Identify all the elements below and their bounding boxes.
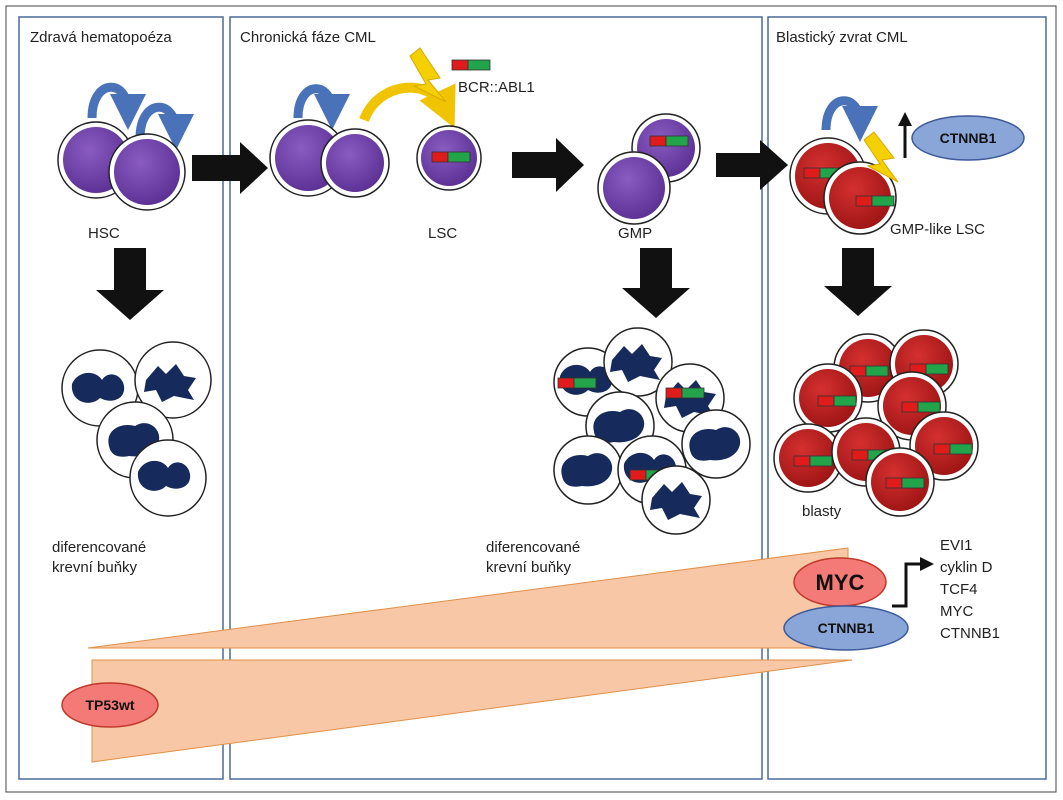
down-arrow-gmp (622, 248, 690, 318)
label-gmp-like-lsc: GMP-like LSC (890, 221, 985, 238)
label-gmp: GMP (618, 225, 652, 242)
tp53-badge: TP53wt (61, 682, 159, 728)
wedge-upper (87, 547, 849, 649)
hsc-cells (57, 121, 186, 211)
ctnnb1-bottom-label: CTNNB1 (818, 620, 875, 636)
panel-blast (767, 16, 1047, 780)
target-gene: MYC (940, 603, 974, 620)
arrow-chronic-to-blast (716, 140, 788, 190)
lightning-icon-blast (863, 131, 899, 183)
target-gene: TCF4 (940, 581, 978, 598)
ctnnb1-badge-bottom: CTNNB1 (783, 605, 909, 651)
self-renewal-arrow-1 (87, 82, 146, 130)
gmp-like-lsc-cells (789, 137, 897, 235)
wedge-lower (91, 659, 853, 763)
target-gene: cyklin D (940, 559, 993, 576)
target-gene: CTNNB1 (940, 625, 1000, 642)
differentiated-cells-chronic (553, 327, 751, 535)
ctnnb1-badge-top: CTNNB1 (911, 115, 1025, 161)
ctnnb1-top-label: CTNNB1 (940, 130, 997, 146)
arrow-lsc-to-gmp (512, 138, 584, 192)
target-genes-arrow (892, 562, 922, 608)
lightning-icon (409, 47, 447, 103)
fusion-gene-icon (451, 59, 491, 71)
label-differentiated-mid-1: diferencované (486, 539, 580, 556)
panel-title-chronic: Chronická fáze CML (240, 29, 376, 46)
label-differentiated-left-2: krevní buňky (52, 559, 138, 576)
down-arrow-blast (824, 248, 892, 316)
panel-title-healthy: Zdravá hematopoéza (30, 29, 172, 46)
panel-title-blast: Blastický zvrat CML (776, 29, 908, 46)
panel-chronic (229, 16, 763, 780)
transformation-arrow (359, 82, 456, 129)
blast-cells (773, 329, 979, 517)
label-differentiated-left-1: diferencované (52, 539, 146, 556)
differentiated-cells-healthy (61, 341, 212, 517)
outer-frame (5, 5, 1057, 793)
gmp-cells (597, 113, 701, 225)
label-lsc: LSC (428, 225, 457, 242)
label-differentiated-mid-2: krevní buňky (486, 559, 572, 576)
label-fusion-gene: BCR::ABL1 (458, 79, 535, 96)
tp53-label: TP53wt (85, 697, 134, 713)
self-renewal-arrow-2 (135, 102, 194, 150)
target-gene-list: EVI1 cyklin D TCF4 MYC CTNNB1 (940, 537, 1000, 642)
arrow-healthy-to-chronic (192, 142, 268, 194)
self-renewal-arrow-blast (821, 96, 878, 142)
panel-healthy (18, 16, 224, 780)
stem-cells-chronic (269, 119, 390, 198)
self-renewal-arrow-chronic (293, 84, 350, 130)
lsc-cell (416, 125, 482, 191)
label-blasts: blasty (802, 503, 842, 520)
down-arrow-healthy (96, 248, 164, 320)
label-hsc: HSC (88, 225, 120, 242)
myc-label: MYC (816, 570, 865, 595)
myc-badge: MYC (793, 557, 887, 607)
target-gene: EVI1 (940, 537, 973, 554)
